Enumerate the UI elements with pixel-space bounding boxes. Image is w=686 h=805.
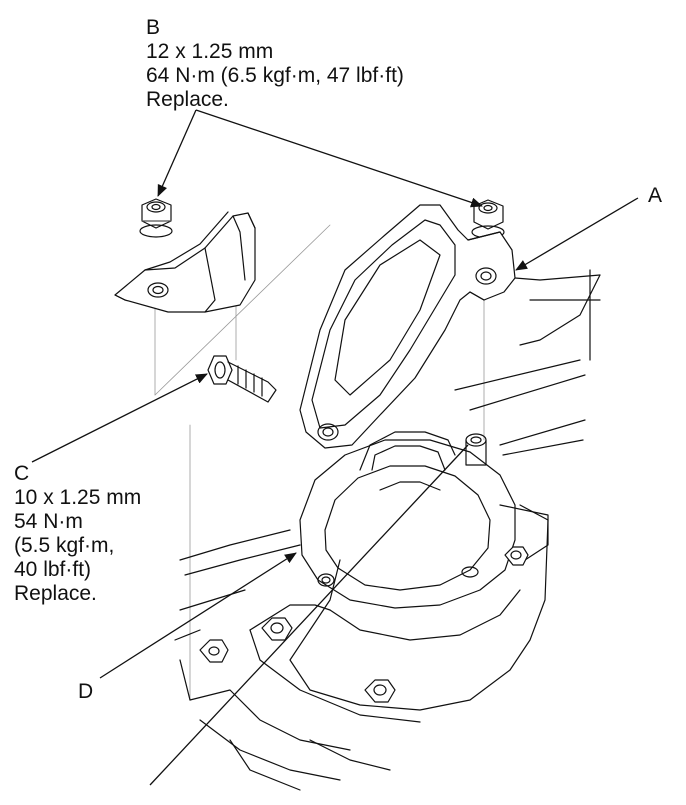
leader-long — [149, 444, 469, 786]
mount-bracket-a — [299, 204, 601, 449]
leader-c — [31, 373, 208, 463]
label-b-block: B 12 x 1.25 mm 64 N·m (6.5 kgf·m, 47 lbf… — [146, 16, 404, 112]
frame-right — [454, 269, 601, 456]
label-c-torque-kgf: (5.5 kgf·m, — [14, 534, 115, 557]
nut-b-left — [139, 198, 173, 238]
engine-mount-d — [249, 431, 549, 723]
label-c-torque-lbf: 40 lbf·ft) — [14, 558, 92, 581]
label-b-torque: 64 N·m (6.5 kgf·m, 47 lbf·ft) — [146, 64, 404, 87]
leader-lines — [31, 109, 639, 786]
leader-b-left — [157, 109, 197, 197]
leader-d — [99, 552, 297, 679]
label-b-size: 12 x 1.25 mm — [146, 40, 274, 63]
leader-b-right — [195, 109, 483, 208]
label-c-size: 10 x 1.25 mm — [14, 486, 142, 509]
label-a: A — [648, 184, 663, 207]
label-b-note: Replace. — [146, 88, 229, 111]
engine-block-lower — [174, 529, 391, 791]
label-c-letter: C — [14, 462, 30, 485]
label-c-block: C 10 x 1.25 mm 54 N·m (5.5 kgf·m, 40 lbf… — [14, 462, 141, 606]
label-c-note: Replace. — [14, 582, 97, 605]
label-c-torque-nm: 54 N·m — [14, 510, 83, 533]
bolt-c — [207, 355, 277, 403]
label-b-letter: B — [146, 16, 161, 39]
leader-a — [515, 197, 639, 271]
base-nuts — [199, 546, 529, 703]
small-bracket — [114, 211, 256, 313]
label-d: D — [78, 680, 94, 703]
